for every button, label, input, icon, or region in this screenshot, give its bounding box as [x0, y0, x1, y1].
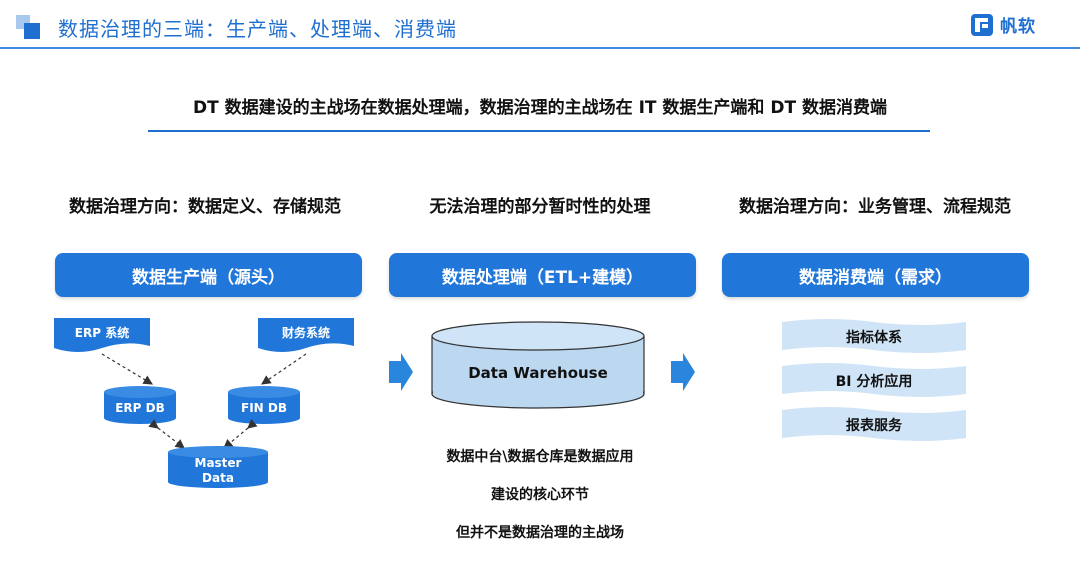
consumer-item-report: 报表服务 [782, 407, 966, 441]
header-divider [0, 47, 1080, 49]
consumer-item-metrics: 指标体系 [782, 319, 966, 353]
brand: 帆软 [970, 12, 1036, 37]
erpdb-master-arrow [148, 419, 185, 449]
data-warehouse-cylinder: Data Warehouse [431, 321, 645, 409]
producer-box: 数据生产端（源头） [55, 253, 362, 297]
brand-logo-icon [971, 13, 993, 36]
page-title: 数据治理的三端：生产端、处理端、消费端 [58, 17, 457, 41]
erp-to-erpdb-arrow [101, 353, 154, 385]
erp-system-doc: ERP 系统 [54, 318, 150, 352]
brand-name: 帆软 [1000, 17, 1036, 37]
flow-arrow-icon [671, 353, 695, 391]
processor-note-line1: 数据中台\数据仓库是数据应用 [446, 449, 634, 465]
finance-system-label: 财务系统 [281, 325, 330, 340]
consumer-items: 指标体系 BI 分析应用 报表服务 [782, 319, 966, 441]
producer-diagram: ERP 系统 财务系统 ERP DB FIN DB Master Data [54, 318, 354, 488]
headline-underline [148, 130, 930, 132]
consumer-item-bi: BI 分析应用 [782, 363, 966, 397]
consumer-direction-title: 数据治理方向：业务管理、流程规范 [739, 197, 1011, 217]
processor-box: 数据处理端（ETL+建模） [389, 253, 696, 297]
consumer-box: 数据消费端（需求） [722, 253, 1029, 297]
master-data-label-line2: Data [202, 471, 234, 485]
fin-db-cylinder: FIN DB [228, 386, 300, 424]
consumer-item-label: 报表服务 [846, 417, 903, 434]
consumer-item-label: BI 分析应用 [836, 373, 913, 390]
erp-system-label: ERP 系统 [75, 325, 129, 340]
erp-db-label: ERP DB [115, 401, 165, 415]
erp-db-cylinder: ERP DB [104, 386, 176, 424]
data-warehouse-label: Data Warehouse [468, 364, 608, 382]
processor-note-line3: 但并不是数据治理的主战场 [456, 525, 624, 541]
processor-direction-title: 无法治理的部分暂时性的处理 [429, 197, 651, 217]
fin-to-findb-arrow [261, 353, 307, 385]
fin-db-label: FIN DB [241, 401, 287, 415]
consumer-item-label: 指标体系 [846, 329, 902, 346]
headline: DT 数据建设的主战场在数据处理端，数据治理的主战场在 IT 数据生产端和 DT… [193, 98, 887, 118]
finance-system-doc: 财务系统 [258, 318, 354, 352]
producer-direction-title: 数据治理方向：数据定义、存储规范 [69, 197, 341, 217]
flow-arrow-icon [389, 353, 413, 391]
processor-note-line2: 建设的核心环节 [491, 487, 589, 503]
master-data-cylinder: Master Data [168, 446, 268, 488]
title-icon [16, 15, 46, 41]
master-data-label-line1: Master [195, 456, 242, 470]
findb-master-arrow [223, 418, 258, 449]
